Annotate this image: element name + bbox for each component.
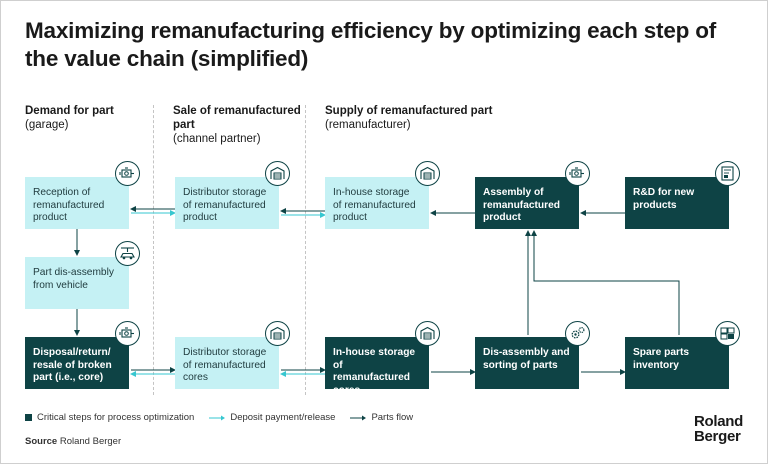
box-inhouse-storage-cores: In-house storage of remanufactured cores	[325, 337, 429, 396]
source-text: Roland Berger	[59, 436, 122, 447]
box-text-line: Reception of	[33, 187, 91, 198]
legend-label: Parts flow	[371, 412, 414, 423]
page-title: Maximizing remanufacturing efficiency by…	[25, 18, 717, 71]
box-text-line: sorting of parts	[483, 359, 558, 371]
legend-swatch-dark	[25, 414, 32, 421]
box-text-line: inventory	[633, 359, 679, 371]
box-text-line: resale of broken	[33, 359, 112, 371]
box-text-line: cores	[183, 372, 208, 383]
box-text-line: products	[633, 199, 677, 211]
box-text-line: cores	[333, 384, 361, 396]
column-subtitle: (remanufacturer)	[325, 119, 411, 131]
column-divider	[153, 105, 154, 395]
source-note: Source Roland Berger	[25, 436, 121, 447]
column-title: Supply of remanufactured part	[325, 105, 493, 117]
box-text-line: product	[33, 212, 67, 223]
column-header-supply: Supply of remanufactured part (remanufac…	[325, 104, 492, 132]
legend-item-parts: Parts flow	[349, 412, 413, 423]
warehouse-icon	[265, 161, 290, 186]
column-subtitle: (channel partner)	[173, 133, 261, 145]
box-text-line: of remanufactured	[183, 199, 266, 211]
gears-icon	[565, 321, 590, 346]
box-text-line: remanufactured	[483, 199, 560, 211]
box-text-line: product	[333, 212, 367, 223]
source-label: Source	[25, 436, 58, 447]
legend-item-deposit: Deposit payment/release	[208, 412, 335, 423]
box-text-line: Assembly of	[483, 187, 544, 198]
box-text-line: Spare parts	[633, 347, 690, 358]
legend: Critical steps for process optimization …	[25, 412, 427, 423]
box-inhouse-storage-product: In-house storage of remanufactured produ…	[325, 177, 429, 229]
box-rnd-new-products: R&D for new products	[625, 177, 729, 229]
box-text-line: product	[183, 212, 217, 223]
box-disassembly-and-sorting: Dis-assembly and sorting of parts	[475, 337, 579, 389]
column-divider	[305, 105, 306, 395]
warehouse-icon	[265, 321, 290, 346]
box-text-line: Part dis-assembly	[33, 267, 114, 278]
legend-deposit-arrow-icon	[209, 415, 226, 420]
warehouse-icon	[415, 161, 440, 186]
brand-logo: Roland Berger	[694, 414, 743, 444]
box-text-line: In-house storage	[333, 187, 410, 198]
engine-icon	[115, 321, 140, 346]
legend-label: Deposit payment/release	[230, 412, 336, 423]
brand-line: Roland	[693, 413, 743, 430]
column-title: Sale of remanufactured part	[173, 105, 301, 131]
car-lift-icon	[115, 241, 140, 266]
box-distributor-storage-cores: Distributor storage of remanufactured co…	[175, 337, 279, 389]
column-title: Demand for part	[25, 105, 114, 117]
box-text-line: In-house storage	[333, 347, 416, 358]
brand-line: Berger	[693, 428, 741, 445]
column-subtitle: (garage)	[25, 119, 69, 131]
column-header-demand: Demand for part (garage)	[25, 104, 114, 132]
legend-item-critical: Critical steps for process optimization	[25, 412, 194, 423]
box-disposal-of-core: Disposal/return/ resale of broken part (…	[25, 337, 129, 389]
box-text-line: of remanufactured	[333, 359, 410, 384]
box-text-line: Dis-assembly and	[483, 347, 570, 358]
box-text-line: part (i.e., core)	[33, 372, 104, 383]
box-text-line: from vehicle	[33, 279, 88, 291]
inventory-icon	[715, 321, 740, 346]
box-text-line: of remanufactured	[333, 199, 416, 211]
box-text-line: R&D for new	[633, 187, 695, 198]
box-distributor-storage-product: Distributor storage of remanufactured pr…	[175, 177, 279, 229]
engine-icon	[565, 161, 590, 186]
box-text-line: Disposal/return/	[33, 347, 111, 358]
legend-label: Critical steps for process optimization	[37, 412, 195, 423]
box-text-line: Distributor storage	[183, 347, 267, 358]
engine-icon	[115, 161, 140, 186]
box-part-disassembly-from-vehicle: Part dis-assembly from vehicle	[25, 257, 129, 309]
warehouse-icon	[415, 321, 440, 346]
box-text-line: Distributor storage	[183, 187, 267, 198]
box-assembly-of-product: Assembly of remanufactured product	[475, 177, 579, 229]
flow-spare-parts-to-assembly	[531, 230, 680, 335]
box-text-line: of remanufactured	[183, 359, 266, 371]
blueprint-icon	[715, 161, 740, 186]
legend-parts-arrow-icon	[350, 415, 367, 420]
column-header-sale: Sale of remanufactured part (channel par…	[173, 104, 303, 146]
box-reception-of-product: Reception of remanufactured product	[25, 177, 129, 229]
box-spare-parts-inventory: Spare parts inventory	[625, 337, 729, 389]
box-text-line: product	[483, 212, 521, 223]
box-text-line: remanufactured	[33, 199, 105, 211]
